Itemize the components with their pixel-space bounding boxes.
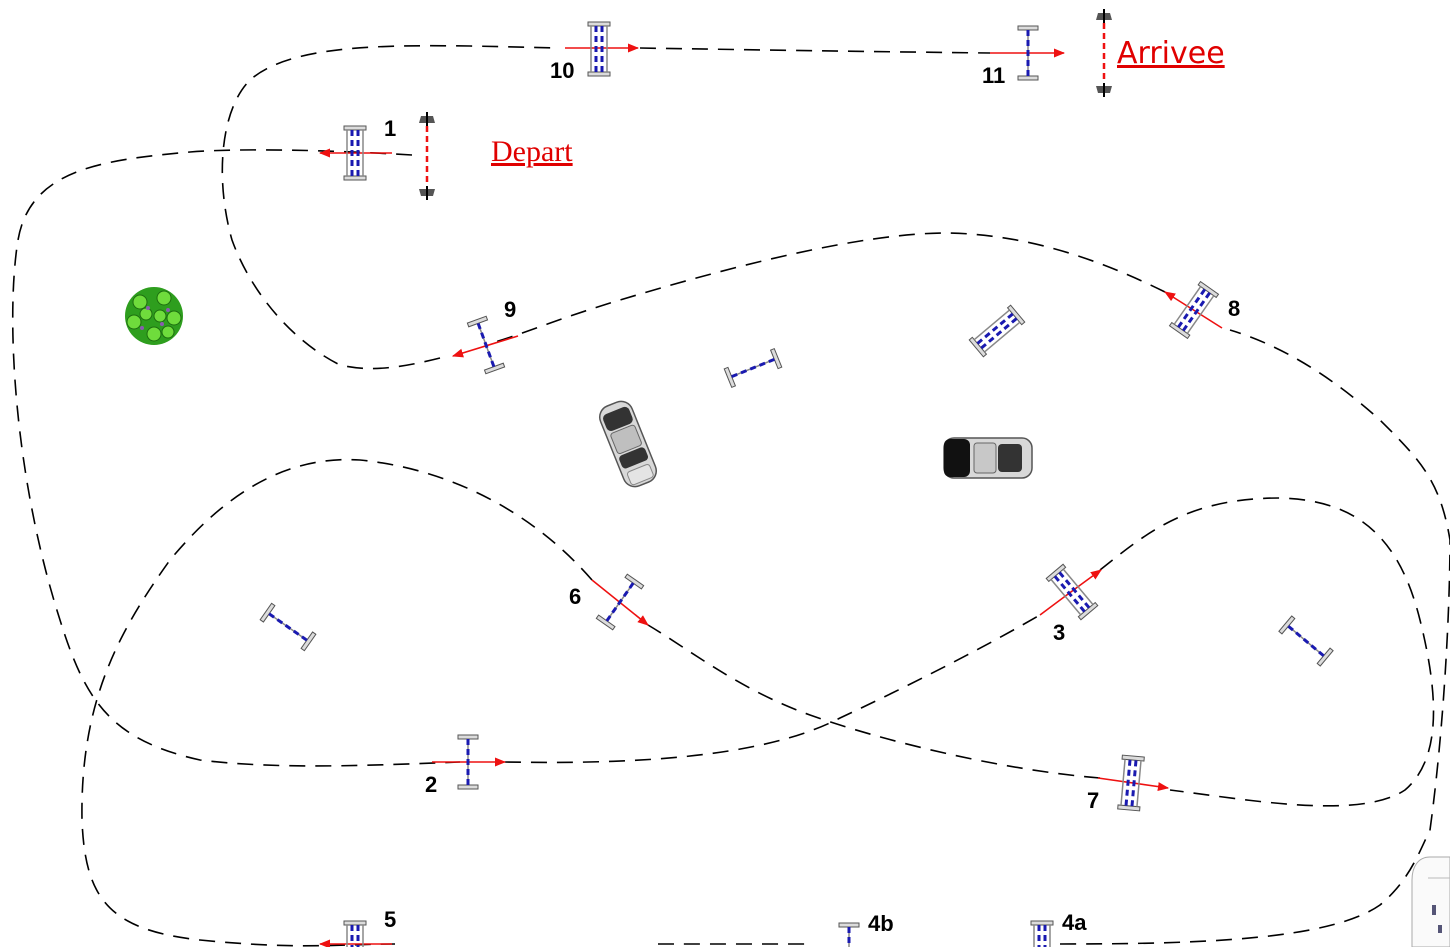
label-obstacle-7: 7 [1087,788,1099,813]
partial-card [1411,856,1450,947]
finish-gate [1094,7,1114,99]
label-obstacle-2: 2 [425,772,437,797]
car-icon [943,437,1033,479]
label-obstacle-1: 1 [384,116,396,141]
course-path [11,44,1450,947]
arrivee-label: Arrivee [1117,36,1225,71]
obstacle-6 [594,572,646,632]
ghost-obstacle [258,601,318,653]
label-obstacle-4b: 4b [868,911,894,936]
label-obstacle-6: 6 [569,584,581,609]
obstacle-4b [837,921,861,947]
obstacle-9 [465,314,507,376]
start-gate [417,110,437,202]
label-obstacle-5: 5 [384,907,396,932]
label-obstacle-8: 8 [1228,296,1240,321]
obstacle-4a [1029,919,1055,947]
ghost-obstacle [1277,614,1335,668]
label-obstacle-4a: 4a [1062,910,1087,935]
ghost-obstacle [967,303,1027,359]
obstacle-10 [586,20,612,78]
label-obstacle-9: 9 [504,297,516,322]
depart-label: Depart [491,135,573,168]
tree-icon [125,287,183,345]
label-obstacle-10: 10 [550,58,574,83]
car-icon [599,400,657,488]
ghost-obstacle [722,347,784,389]
label-obstacle-3: 3 [1053,620,1065,645]
obstacle-5 [342,919,368,947]
label-obstacle-11: 11 [982,63,1005,88]
